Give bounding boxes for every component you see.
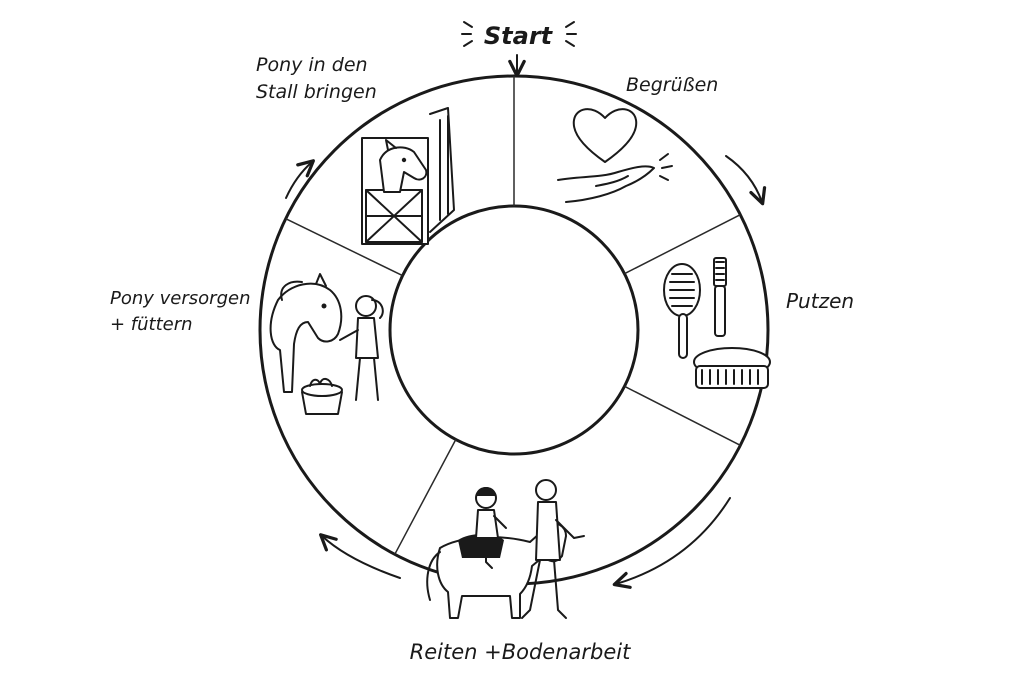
step-label-stable-line-2: Stall bringen <box>256 81 377 103</box>
feeding-pony-icon <box>269 273 384 415</box>
segment-divider-2 <box>624 214 741 275</box>
step-label-care-line-2: + füttern <box>110 314 193 335</box>
brushes-icon <box>663 257 771 389</box>
arrow-groom-to-ride-icon <box>612 497 731 589</box>
heart-hand-icon <box>557 108 673 203</box>
step-label-stable: Pony in den Stall bringen <box>256 54 377 103</box>
riding-lesson-icon <box>426 479 585 619</box>
segment-divider-4 <box>394 439 457 555</box>
step-label-greet: Begrüßen <box>626 74 718 96</box>
arrow-greet-to-groom-icon <box>725 155 767 206</box>
step-label-groom: Putzen <box>786 289 854 313</box>
start-marker: Start <box>461 21 577 78</box>
step-label-care-line-1: Pony versorgen <box>110 288 250 309</box>
step-label-care: Pony versorgen + füttern <box>110 288 250 335</box>
arrow-ride-to-care-icon <box>319 533 401 579</box>
start-spark-icon <box>461 21 577 47</box>
segment-divider-3 <box>624 385 741 446</box>
stable-pony-icon <box>361 107 455 245</box>
arrow-care-to-stable-icon <box>285 159 315 199</box>
start-label: Start <box>484 22 554 50</box>
step-label-ride: Reiten +Bodenarbeit <box>410 640 631 664</box>
step-label-stable-line-1: Pony in den <box>256 54 368 76</box>
segment-divider-5 <box>285 218 403 277</box>
segment-dividers <box>285 76 741 555</box>
flow-arrows <box>285 155 767 589</box>
